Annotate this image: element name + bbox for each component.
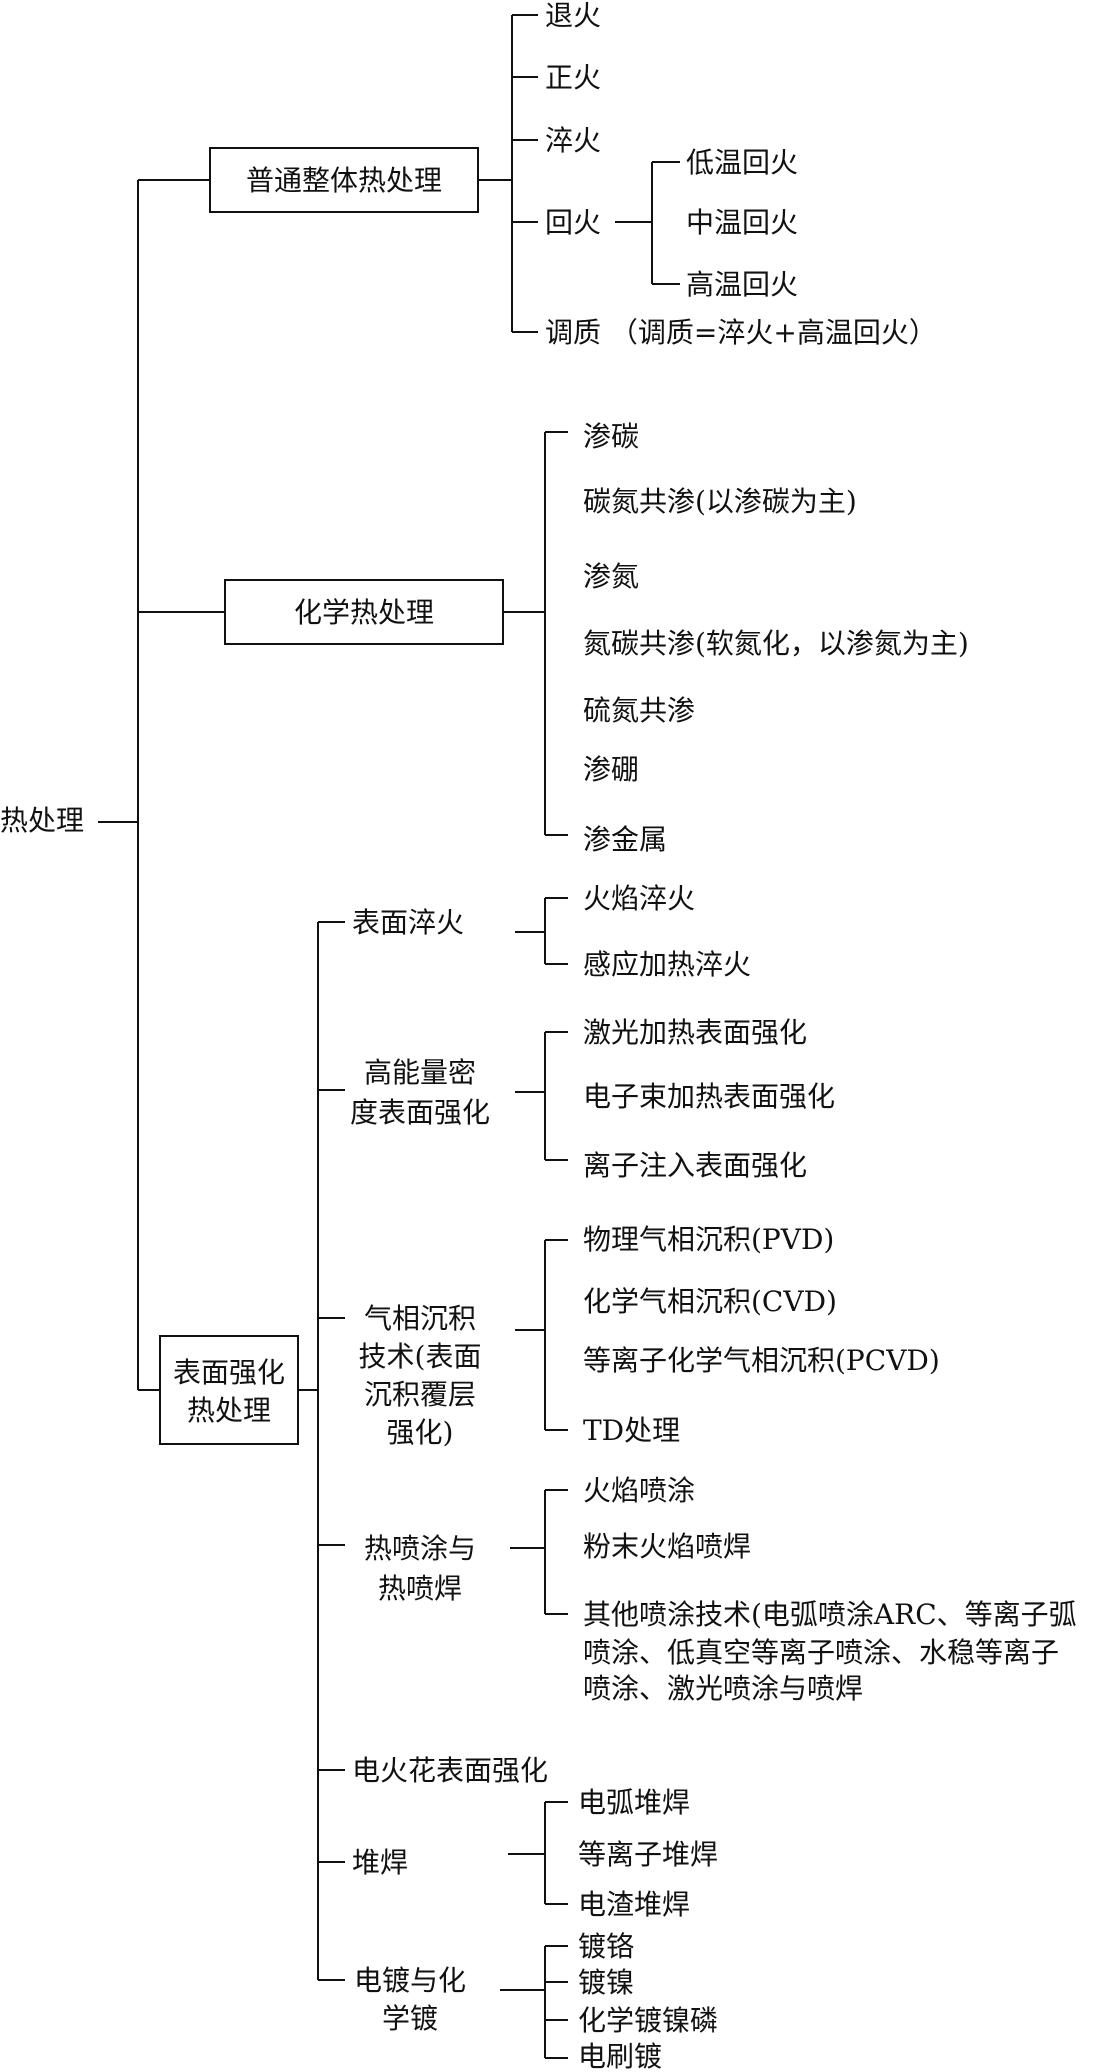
tempering-item: 低温回火 [686,146,798,179]
surface-subgroup-label: 沉积覆层 [364,1378,476,1411]
chemical-item: 渗氮 [583,560,639,593]
group-normal-box [209,147,479,213]
surface-item: 镀铬 [578,1930,634,1963]
surface-subgroup-label: 热喷涂与 [364,1532,476,1565]
surface-item: 感应加热淬火 [583,948,751,981]
surface-item: 粉末火焰喷焊 [583,1530,751,1563]
surface-item: 等离子化学气相沉积(PCVD) [583,1344,940,1377]
surface-item: TD处理 [583,1414,680,1447]
surface-subgroup-label: 强化) [387,1416,454,1449]
surface-item: 电渣堆焊 [578,1888,690,1921]
surface-item: 镀镍 [578,1966,634,1999]
tempering-item: 中温回火 [686,206,798,239]
surface-item: 电子束加热表面强化 [583,1080,835,1113]
surface-item: 离子注入表面强化 [583,1149,807,1182]
group-surface-label: 表面强化 [173,1356,285,1389]
surface-subgroup-label: 技术(表面 [359,1340,482,1373]
normal-item: 调质 （调质=淬火+高温回火） [545,316,937,349]
group-chemical-label: 化学热处理 [294,596,434,629]
surface-item: 电弧堆焊 [578,1786,690,1819]
surface-subgroup-label: 高能量密 [364,1056,476,1089]
surface-item: 化学镀镍磷 [578,2004,718,2037]
surface-subgroup-label: 电火花表面强化 [352,1754,548,1787]
surface-item: 等离子堆焊 [578,1838,718,1871]
surface-item: 喷涂、低真空等离子喷涂、水稳等离子 [583,1636,1059,1669]
surface-subgroup-label: 学镀 [382,2002,438,2035]
surface-item: 火焰淬火 [583,882,695,915]
chemical-item: 氮碳共渗(软氮化，以渗氮为主) [583,627,969,660]
surface-item: 喷涂、激光喷涂与喷焊 [583,1672,863,1705]
group-chemical-box [224,579,504,645]
surface-subgroup-label: 电镀与化 [354,1964,466,1997]
surface-subgroup-label: 气相沉积 [364,1302,476,1335]
normal-item: 回火 [545,206,601,239]
chemical-item: 渗硼 [583,753,639,786]
surface-item: 电刷镀 [578,2040,662,2072]
chemical-item: 渗碳 [583,420,639,453]
surface-subgroup-label: 表面淬火 [352,906,464,939]
chemical-item: 碳氮共渗(以渗碳为主) [583,485,857,518]
group-surface-box [159,1335,299,1445]
group-surface-label: 热处理 [187,1394,271,1427]
root-label: 热处理 [0,804,84,837]
surface-item: 火焰喷涂 [583,1474,695,1507]
surface-subgroup-label: 堆焊 [352,1846,408,1879]
chemical-item: 渗金属 [583,823,667,856]
normal-item: 淬火 [545,124,601,157]
normal-item: 退火 [545,0,601,32]
surface-subgroup-label: 热喷焊 [378,1572,462,1605]
normal-item: 正火 [545,61,601,94]
surface-item: 化学气相沉积(CVD) [583,1285,837,1318]
surface-item: 其他喷涂技术(电弧喷涂ARC、等离子弧 [583,1598,1077,1631]
surface-subgroup-label: 度表面强化 [350,1096,490,1129]
chemical-item: 硫氮共渗 [583,694,695,727]
group-normal-label: 普通整体热处理 [246,164,442,197]
tempering-item: 高温回火 [686,268,798,301]
surface-item: 激光加热表面强化 [583,1016,807,1049]
surface-item: 物理气相沉积(PVD) [583,1223,834,1256]
